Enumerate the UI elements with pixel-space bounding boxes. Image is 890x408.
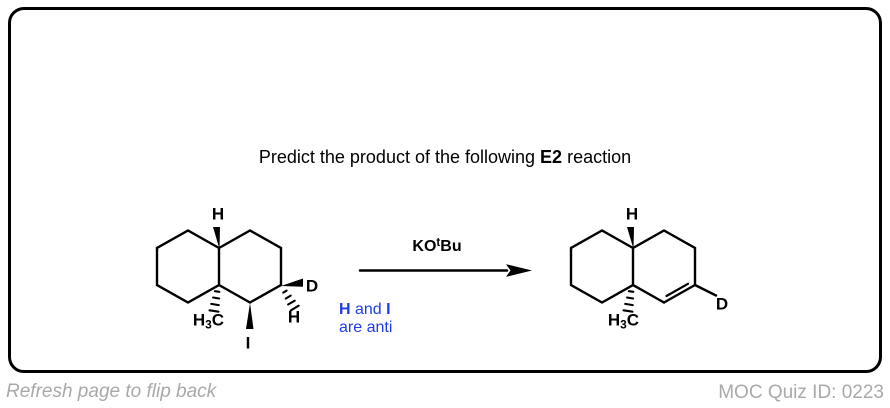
title-emphasis: E2 (540, 147, 563, 167)
reactant-h-top-label: H (211, 204, 225, 224)
reagent-rest: Bu (440, 238, 462, 255)
quiz-card (8, 7, 882, 373)
reactant-iodo-label: I (245, 333, 251, 353)
question-title: Predict the product of the following E2 … (0, 147, 890, 168)
annotation-line2: are anti (339, 319, 393, 336)
product-h-top-label: H (625, 204, 639, 224)
annotation-line1: H and I (339, 301, 391, 319)
annotation-i: I (386, 301, 391, 318)
footer-quiz-id: MOC Quiz ID: 0223 (718, 382, 884, 403)
reagent-sup: t (436, 237, 441, 250)
footer-refresh-hint: Refresh page to flip back (6, 381, 217, 402)
methyl-sub: 3 (205, 317, 212, 332)
reactant-h-side-label: H (287, 307, 301, 327)
methyl-c: C (211, 310, 224, 330)
reactant-methyl-label: H3C (192, 310, 224, 332)
methyl-c: C (626, 310, 639, 330)
title-suffix: reaction (562, 147, 632, 167)
annotation-h: H (339, 301, 351, 318)
reagent-base: KO (412, 238, 437, 255)
methyl-sub: 3 (620, 317, 627, 332)
product-methyl-label: H3C (607, 310, 639, 332)
reactant-deuterium-label: D (305, 276, 319, 296)
title-prefix: Predict the product of the following (258, 147, 541, 167)
methyl-h: H (192, 310, 206, 330)
product-deuterium-label: D (715, 294, 729, 314)
methyl-h: H (607, 310, 621, 330)
reagent-label: KOtBu (412, 237, 462, 256)
annotation-mid: and (350, 301, 387, 318)
